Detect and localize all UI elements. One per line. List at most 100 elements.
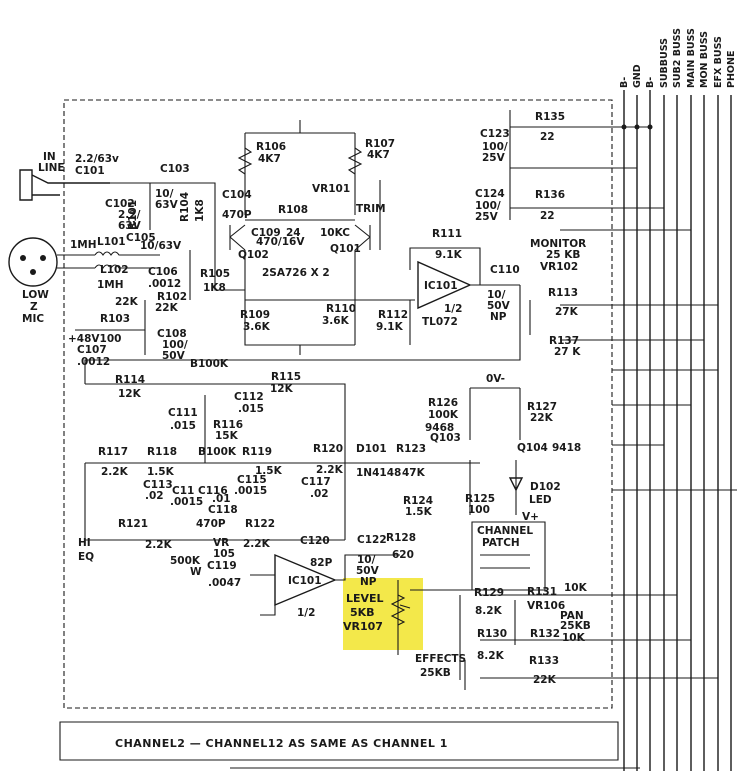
label-l101: L101 [97,236,126,248]
label-vr106: VR106 [527,600,565,612]
label-q104-num: 9418 [552,442,581,454]
label-q102: Q102 [238,249,269,261]
label-r124: R124 [403,495,433,507]
label-d102: D102 [530,481,561,493]
label-c105: C105 [126,232,156,244]
label-r137: R137 [549,335,579,347]
xlr-mic-connector: LOW Z MIC [8,237,58,325]
label-hi: HI [78,537,91,549]
channel-boundary [63,99,613,709]
label-low: LOW [22,289,49,301]
label-c111-val: .015 [170,420,196,432]
label-2: B- [645,77,656,88]
label-r104: R104 [179,192,191,222]
level-highlight [343,578,423,650]
label-r117: R117 [98,446,128,458]
label-c110: C110 [490,264,520,276]
label-r113-val: 27K [555,306,579,318]
label-c117: C117 [301,476,331,488]
label-c113: C113 [143,479,173,491]
label-r121-val: 2.2K [145,539,173,551]
label-v-plus: V+ [522,511,539,523]
label-d101: D101 [356,443,387,455]
label-c123: C123 [480,128,510,140]
label-r109-val: 3.6K [243,321,271,333]
label-c116-val: .01 [212,493,231,505]
label-r127: R127 [527,401,557,413]
label-r102-val: 22K [155,302,179,314]
label-r131: R131 [527,586,557,598]
label-r119: R119 [242,446,272,458]
label-c105-val: 10/63V [140,240,182,252]
monitor-opamp: IC101 1/2 R111 9.1K C110 10/ 50V NP MONI… [84,228,586,384]
label-c108-val2: 50V [162,350,186,362]
label-c120-val: 82P [310,557,333,569]
label-r104-val: 1K8 [194,199,206,222]
label-c102: C102 [105,198,135,210]
label-c102-val2: 63V [118,220,142,232]
label-ic101a: IC101 [424,280,458,292]
bus-lines [623,90,732,771]
label-q103-num: 9468 [425,422,454,434]
label-r114-val: 12K [118,388,142,400]
label-r114: R114 [115,374,145,386]
label-r106-val: 4K7 [258,153,281,165]
label-r126: R126 [428,397,458,409]
label-c124-val1: 100/ [475,200,501,212]
channel-patch-box: CHANNEL PATCH [471,521,546,591]
label-4: SUB2 BUSS [672,28,683,88]
label-r123-val: 47K [402,467,426,479]
label-r119-val: 1.5K [255,465,283,477]
label-monitor: MONITOR [530,238,586,250]
label-r115: R115 [271,371,301,383]
label-r105-val: 1K8 [203,282,226,294]
label-r129: R129 [474,587,504,599]
label-r132-val: 10K [562,632,586,644]
label-r136-val: 22 [540,210,555,222]
label-c119: C119 [207,560,237,572]
label-c113-val: .02 [145,490,164,502]
label-r133-val: 22K [533,674,557,686]
label-c106-val: .0012 [148,278,181,290]
label-c118-val: 470P [196,518,226,530]
label-r107-val: 4K7 [367,149,390,161]
label-c124: C124 [475,188,505,200]
label-r102: R102 [157,291,187,303]
label-c123-val1: 100/ [482,141,508,153]
peak-led-circuit: 0V- R126 100K 9468 Q103 R127 22K Q104 94… [403,373,581,523]
label-c122-val1: 10/ [357,554,376,566]
label-mh2: 1MH [97,279,124,291]
label-c11: C11 [172,485,194,497]
label-level-val: 5KB [350,606,375,619]
label-r112-val: 9.1K [376,321,404,333]
label-r110: R110 [326,303,356,315]
label-c103: C103 [160,163,190,175]
label-r116: R116 [213,419,243,431]
label-r111-val: 9.1K [435,249,463,261]
label-r130: R130 [477,628,507,640]
label-r129-val: 8.2K [475,605,503,617]
label-vr102: VR102 [540,261,578,273]
label-patch: PATCH [482,537,520,549]
label-r135: R135 [535,111,565,123]
label-r123: R123 [396,443,426,455]
label-c111: C111 [168,407,198,419]
label-r133: R133 [529,655,559,667]
label-r125: R125 [465,493,495,505]
label-r106: R106 [256,141,286,153]
label-r117-val: 2.2K [101,466,129,478]
footer-box [59,721,619,761]
label-eq: EQ [78,551,94,563]
label-r116-val: 15K [215,430,239,442]
label-c103-val2: 63V [155,199,179,211]
label-ic101b: IC101 [288,575,322,587]
mic-preamp: R106 4K7 R107 4K7 C104 470P VR101 TRIM R… [222,120,458,355]
label-r108: R108 [278,204,308,216]
label-r122: R122 [245,518,275,530]
label-r128: R128 [386,532,416,544]
label-c101-val: 2.2/63v [75,153,119,165]
label-q101: Q101 [330,243,361,255]
label-led: LED [529,494,552,506]
label-r107: R107 [365,138,395,150]
label-r108-val: 24 [286,227,301,239]
